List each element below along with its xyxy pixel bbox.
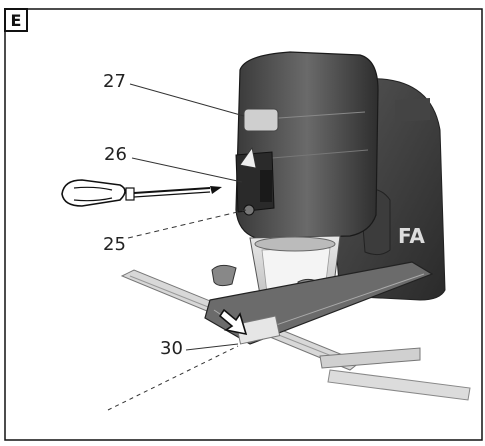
- callout-26: 26: [104, 144, 127, 165]
- callout-27: 27: [103, 71, 126, 92]
- base-plate: [204, 261, 471, 401]
- lock-button: [243, 108, 279, 132]
- callout-30: 30: [160, 338, 183, 359]
- section-letter: E: [10, 10, 22, 30]
- callout-25: 25: [103, 234, 126, 255]
- svg-text:FA: FA: [398, 224, 425, 248]
- leader-lines: [107, 83, 247, 411]
- section-label: E: [4, 8, 28, 32]
- screwdriver-icon: [61, 179, 222, 207]
- arrow-icon: [218, 308, 248, 336]
- tool-body: [235, 51, 379, 239]
